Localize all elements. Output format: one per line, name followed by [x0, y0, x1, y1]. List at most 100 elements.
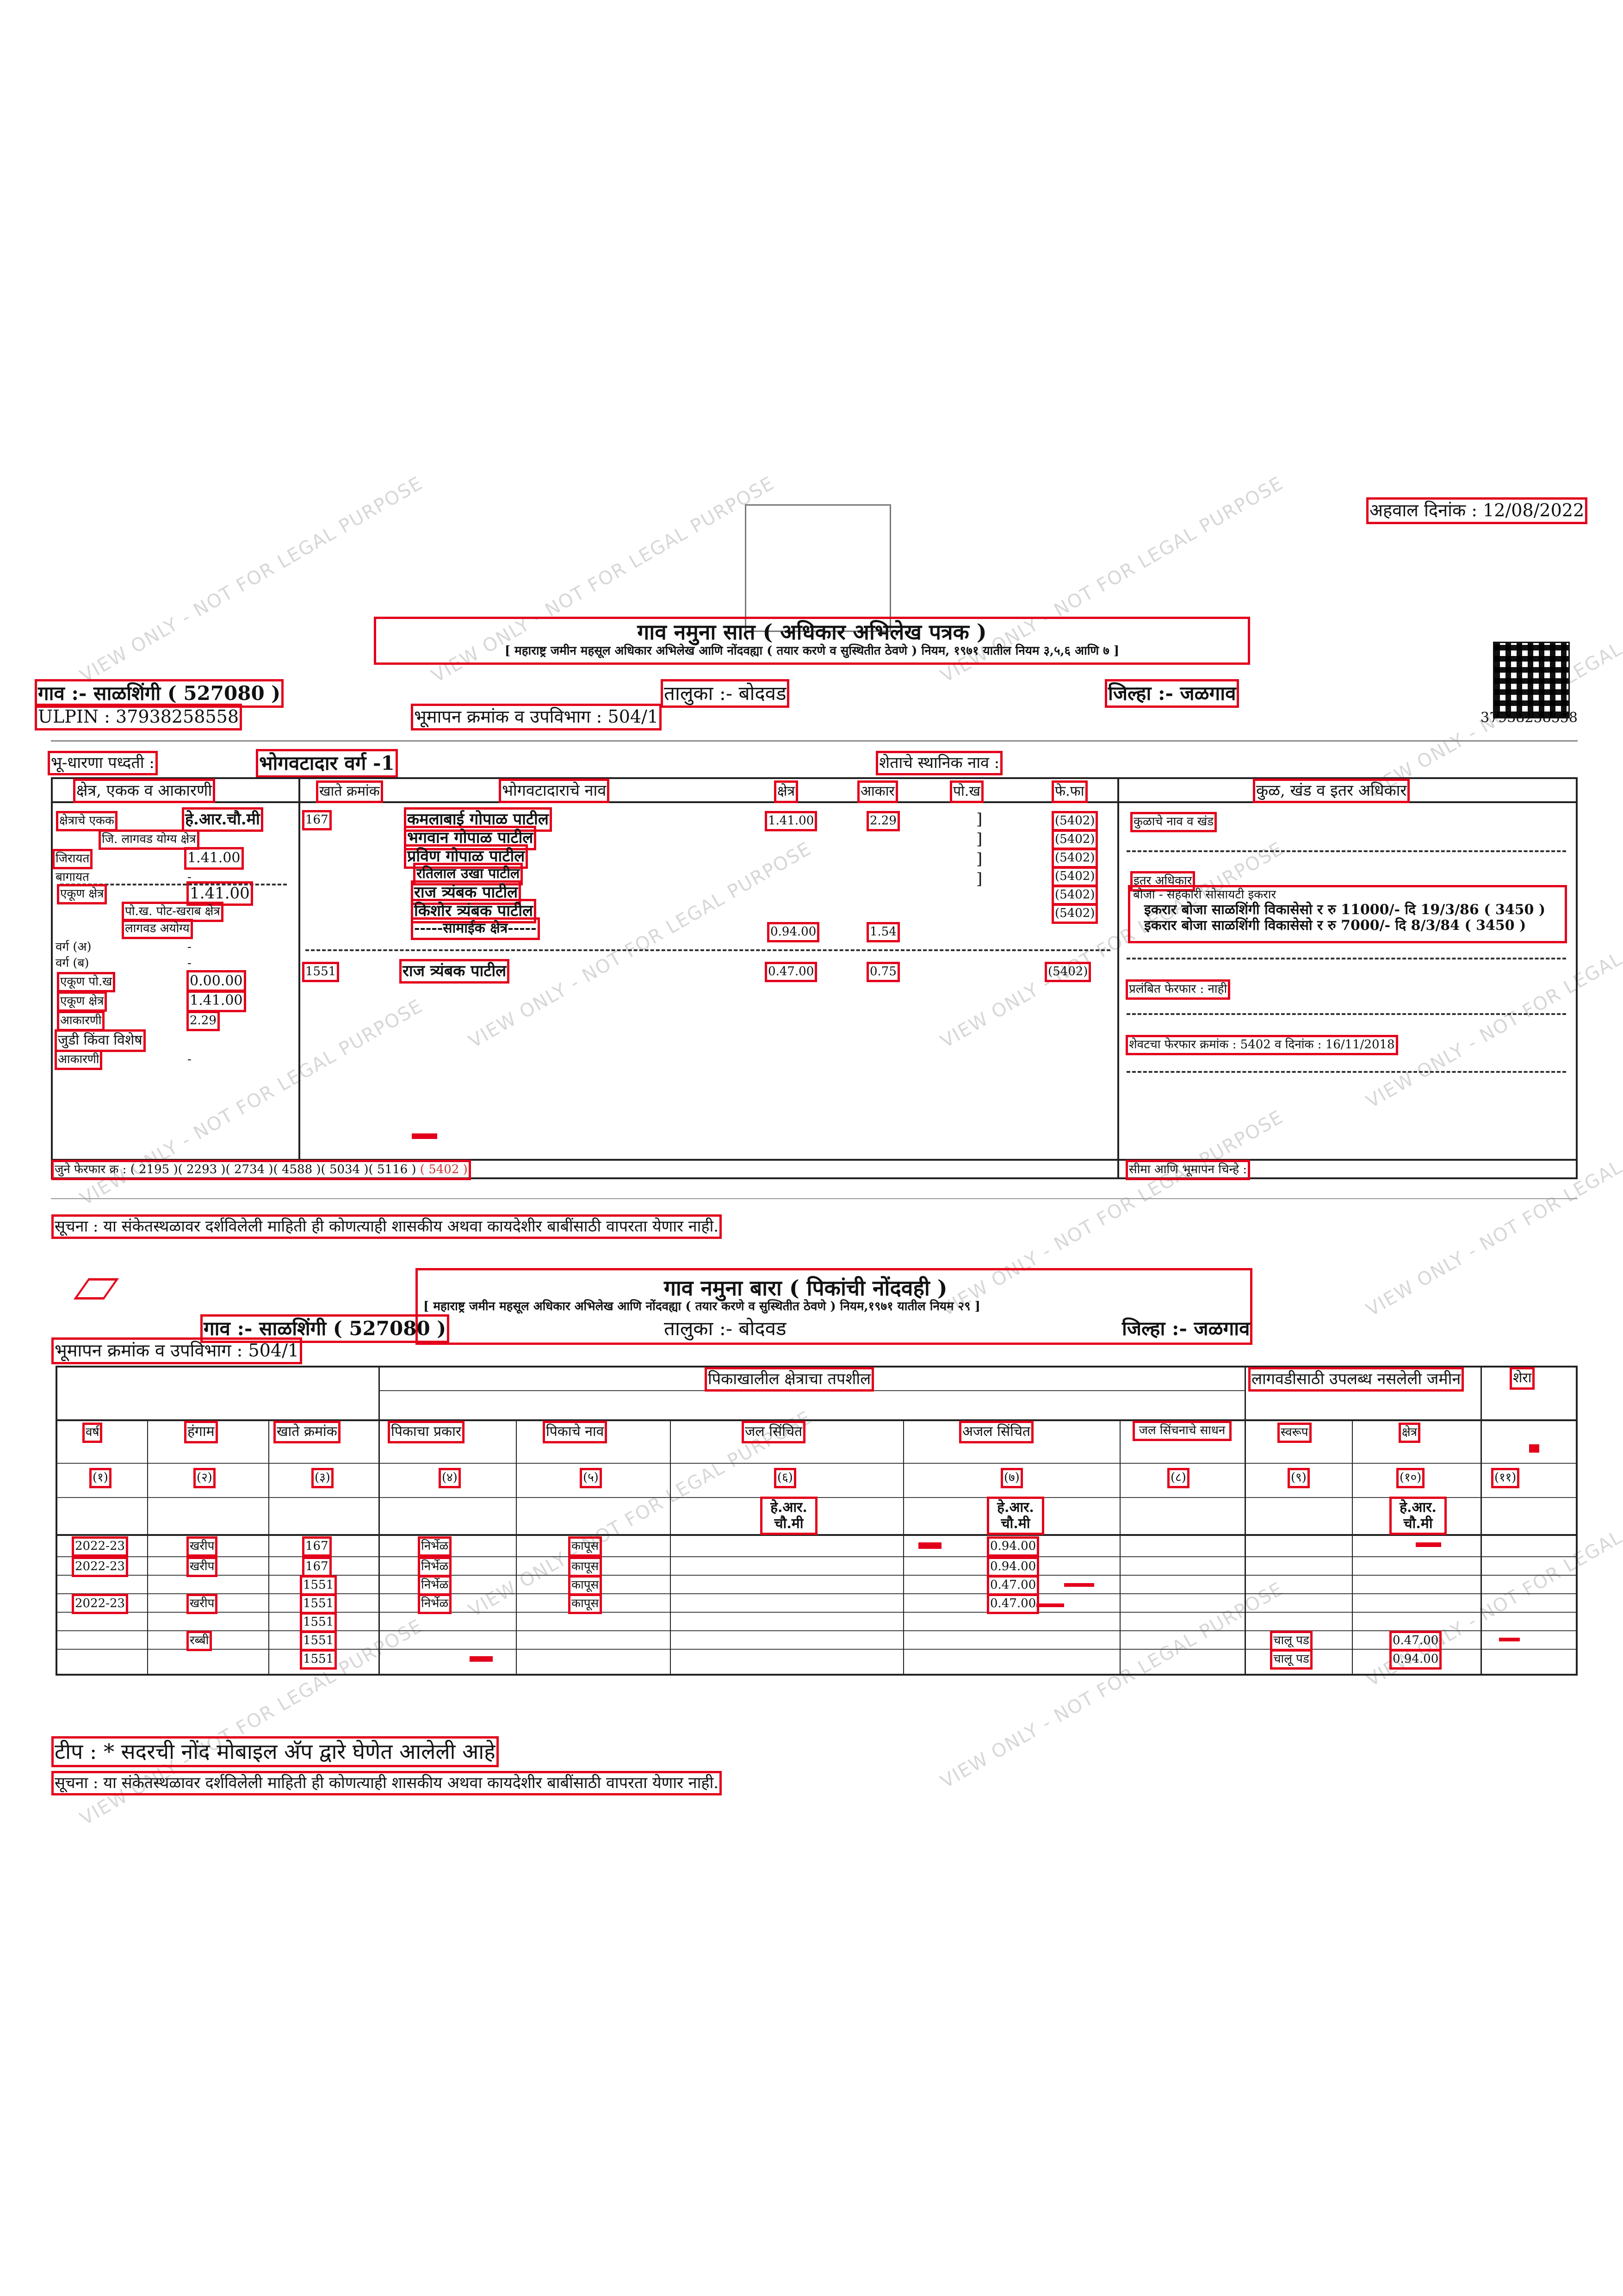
notice-2: सूचना : या संकेतस्थळावर दर्शविलेली माहित…: [51, 1770, 722, 1796]
holder-5: राज त्र्यंबक पाटील: [410, 880, 521, 905]
row4-season: खरीप: [186, 1594, 218, 1614]
header-holder-name: भोगवटादाराचे नाव: [498, 778, 610, 804]
form12-title-block: गाव नमुना बारा ( पिकांची नोंदवही ) [ महा…: [415, 1268, 1252, 1345]
col-num-1: (१): [89, 1468, 112, 1488]
col-nature: स्वरूप: [1277, 1423, 1312, 1443]
row1-dry-area: 0.94.00: [986, 1536, 1040, 1557]
header-area: क्षेत्र: [774, 780, 799, 803]
header-account-no: खाते क्रमांक: [316, 780, 383, 803]
form12-taluka: तालुका :- बोदवड: [664, 1317, 787, 1340]
form12-title: गाव नमुना बारा ( पिकांची नोंदवही ): [664, 1275, 948, 1300]
form7-subtitle: [ महाराष्ट्र जमीन महसूल अधिकार अभिलेख आण…: [504, 644, 1120, 658]
row3-account: 1551: [299, 1575, 337, 1596]
jirayat-label: जिरायत: [52, 849, 93, 869]
pot-label: पो.ख. पोट-खराब क्षेत्र: [122, 902, 223, 922]
form7-title: गाव नमुना सात ( अधिकार अभिलेख पत्रक ): [637, 619, 987, 644]
cultivable-label: जि. लागवड योग्य क्षेत्र: [99, 829, 199, 850]
col-num-3: (३): [311, 1468, 334, 1488]
header-assessment: आकार: [857, 780, 898, 803]
col-num-8: (८): [1167, 1468, 1189, 1488]
group-unavailable-land: लागवडीसाठी उपलब्ध नसलेली जमीन: [1248, 1367, 1464, 1392]
tenure-label: भू-धारणा पध्दती :: [48, 750, 158, 776]
grand-total-label: एकूण क्षेत्र: [56, 991, 107, 1012]
fallow2-value: 0.94.00: [1389, 1649, 1442, 1670]
form7-title-block: गाव नमुना सात ( अधिकार अभिलेख पत्रक ) [ …: [374, 617, 1250, 665]
holder-4: रतिलाल उखा पाटील: [413, 863, 523, 885]
col-num-7: (७): [1001, 1468, 1023, 1488]
col-account: खाते क्रमांक: [273, 1421, 341, 1443]
row3-crop: कापूस: [568, 1575, 602, 1596]
watermark: VIEW ONLY - NOT FOR LEGAL PURPOSE: [1363, 1106, 1623, 1321]
form12-survey-no: भूमापन क्रमांक व उपविभाग : 504/1: [51, 1337, 303, 1364]
ikrar-2: इकरार बोजा साळशिंगी विकासेसो र रु 7000/-…: [1144, 917, 1526, 934]
watermark: VIEW ONLY - NOT FOR LEGAL PURPOSE: [76, 472, 427, 687]
holder-raj: राज त्र्यंबक पाटील: [399, 959, 510, 984]
col-num-5: (५): [580, 1468, 602, 1488]
watermark: VIEW ONLY - NOT FOR LEGAL PURPOSE: [76, 1615, 427, 1830]
report-date: अहवाल दिनांक : 12/08/2022: [1366, 497, 1588, 524]
col-num-11: (११): [1491, 1468, 1520, 1488]
old-mutations-list: ( 2195 )( 2293 )( 2734 )( 4588 )( 5034 )…: [130, 1163, 416, 1176]
judi-value: आकारणी: [54, 1050, 103, 1070]
col-num-6: (६): [774, 1468, 796, 1488]
grand-total-value: 1.41.00: [186, 990, 246, 1012]
row2-season: खरीप: [186, 1557, 218, 1577]
col-season: हंगाम: [184, 1421, 218, 1443]
holder-6: किशोर त्र्यंबक पाटील: [410, 898, 537, 924]
row2-type: निर्भेळ: [417, 1557, 452, 1577]
row1-season: खरीप: [186, 1536, 218, 1557]
watermark: VIEW ONLY - NOT FOR LEGAL PURPOSE: [1363, 588, 1623, 803]
col-area: क्षेत्र: [1399, 1423, 1420, 1443]
col-non-irrigated: अजल सिंचित: [959, 1421, 1034, 1443]
old-mutations-last: ( 5402 ): [420, 1163, 468, 1176]
row6-account: 1551: [299, 1631, 337, 1651]
varg-b-dash: -: [187, 956, 192, 970]
col-num-10: (१०): [1396, 1468, 1425, 1488]
form12-village: गाव :- साळशिंगी ( 527080 ): [200, 1314, 450, 1343]
judi-label: जुडी किंवा विशेष: [55, 1029, 146, 1052]
row5-account: 1551: [299, 1612, 337, 1633]
header-other-rights: कुळ, खंड व इतर अधिकार: [1252, 778, 1410, 804]
total-label: एकूण क्षेत्र: [56, 884, 107, 904]
judi-dash: -: [187, 1052, 192, 1066]
fallow1-value: 0.47.00: [1389, 1631, 1442, 1651]
row6-season: रब्बी: [186, 1631, 212, 1651]
holder-common: -----सामाईक क्षेत्र-----: [411, 917, 540, 940]
form7-survey-no: भूमापन क्रमांक व उपविभाग : 504/1: [410, 704, 662, 730]
bagayat-dash: -: [187, 870, 192, 884]
mutation-raj: (5402): [1044, 962, 1091, 982]
last-mutation: शेवटचा फेरफार क्रमांक : 5402 व दिनांक : …: [1126, 1035, 1398, 1055]
notice-1: सूचना : या संकेतस्थळावर दर्शविलेली माहित…: [51, 1214, 722, 1239]
row2-year: 2022-23: [71, 1557, 129, 1577]
unit-value: हे.आर.चौ.मी: [182, 807, 263, 832]
form12-subtitle: [ महाराष्ट्र जमीन महसूल अधिकार अभिलेख आण…: [423, 1300, 980, 1313]
watermark: VIEW ONLY - NOT FOR LEGAL PURPOSE: [937, 838, 1288, 1052]
mutation-1: (5402): [1051, 811, 1098, 831]
col-num-4: (४): [439, 1468, 461, 1488]
common-assess: 1.54: [867, 922, 900, 942]
local-name: शेताचे स्थानिक नाव :: [875, 750, 1003, 776]
ikrar-1: इकरार बोजा साळशिंगी विकासेसो र रु 11000/…: [1144, 901, 1546, 918]
assessment-label: आकारणी: [56, 1011, 105, 1031]
row3-type: निर्भेळ: [417, 1575, 452, 1596]
row3-dry-area: 0.47.00: [986, 1575, 1040, 1596]
row4-year: 2022-23: [71, 1594, 129, 1614]
holder-3: प्रविण गोपाळ पाटील: [403, 844, 528, 869]
col-year: वर्ष: [82, 1423, 103, 1443]
total-value: 1.41.00: [186, 881, 253, 906]
row1-crop: कापूस: [568, 1536, 602, 1557]
row1-year: 2022-23: [71, 1536, 129, 1557]
area-2: 0.47.00: [764, 962, 818, 982]
old-mutations: जुने फेरफार क्र : ( 2195 )( 2293 )( 2734…: [51, 1160, 471, 1180]
fallow2-label: चालू पड: [1270, 1649, 1313, 1670]
fallow1-label: चालू पड: [1270, 1631, 1313, 1651]
col-irrigation-source: जल सिंचनाचे साधन: [1133, 1421, 1232, 1441]
mutation-6: (5402): [1051, 904, 1098, 924]
col-num-9: (९): [1288, 1468, 1310, 1488]
col-crop-type: पिकाचा प्रकार: [387, 1421, 465, 1443]
row7-account: 1551: [299, 1649, 337, 1670]
tenure-value: भोगवटादार वर्ग -1: [256, 749, 398, 778]
common-area: 0.94.00: [767, 922, 820, 942]
account-2: 1551: [302, 962, 340, 982]
row4-type: निर्भेळ: [417, 1594, 452, 1614]
